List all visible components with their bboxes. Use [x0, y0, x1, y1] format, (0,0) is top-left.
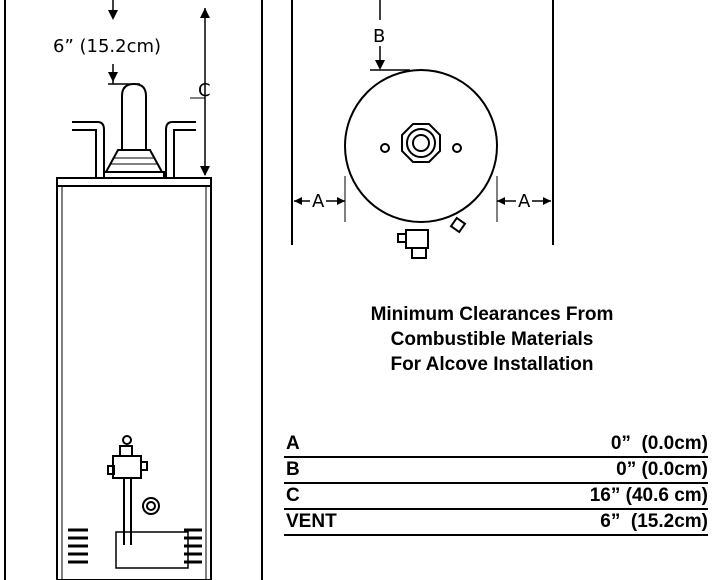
clearance-key: A — [286, 433, 300, 454]
title-line-3: For Alcove Installation — [390, 354, 594, 375]
clearance-title: Minimum Clearances From Combustible Mate… — [300, 302, 684, 377]
clearance-row-a: A 0” (0.0cm) — [284, 432, 708, 458]
a-left-dimension-label: A — [312, 191, 325, 212]
clearance-key: VENT — [286, 511, 337, 532]
vent-clearance-label: 6” (15.2cm) — [53, 36, 161, 57]
draft-hood — [104, 149, 164, 173]
title-line-1: Minimum Clearances From — [370, 304, 614, 325]
clearance-row-b: B 0” (0.0cm) — [284, 458, 708, 484]
clearance-key: C — [286, 485, 300, 506]
cold-water-pipe — [72, 121, 105, 178]
gas-control-valve — [112, 455, 142, 479]
air-louvers-right — [184, 528, 202, 564]
title-line-2: Combustible Materials — [390, 329, 594, 350]
flue-collar — [401, 123, 441, 163]
burner-access-panel — [115, 531, 189, 569]
heater-top-cap — [56, 177, 212, 187]
clearance-key: B — [286, 459, 300, 480]
heater-top-circle — [344, 69, 498, 223]
c-dimension-label: C — [198, 80, 211, 101]
cold-inlet-fitting — [380, 143, 390, 153]
hot-water-pipe — [165, 121, 196, 178]
air-louvers-left — [68, 528, 88, 564]
heater-body — [56, 185, 212, 580]
b-dimension-label: B — [373, 26, 385, 47]
relief-valve — [449, 216, 467, 234]
clearance-row-c: C 16” (40.6 cm) — [284, 484, 708, 510]
clearance-value: 0” (0.0cm) — [616, 459, 708, 480]
a-right-dimension-label: A — [518, 191, 531, 212]
hot-outlet-fitting — [452, 143, 462, 153]
clearance-value: 6” (15.2cm) — [600, 511, 708, 532]
clearance-row-vent: VENT 6” (15.2cm) — [284, 510, 708, 536]
top-view-gas-valve — [405, 229, 429, 249]
flue-vent — [121, 82, 147, 151]
clearance-value: 16” (40.6 cm) — [589, 485, 708, 506]
inspection-port — [142, 497, 160, 515]
clearance-value: 0” (0.0cm) — [610, 433, 708, 454]
